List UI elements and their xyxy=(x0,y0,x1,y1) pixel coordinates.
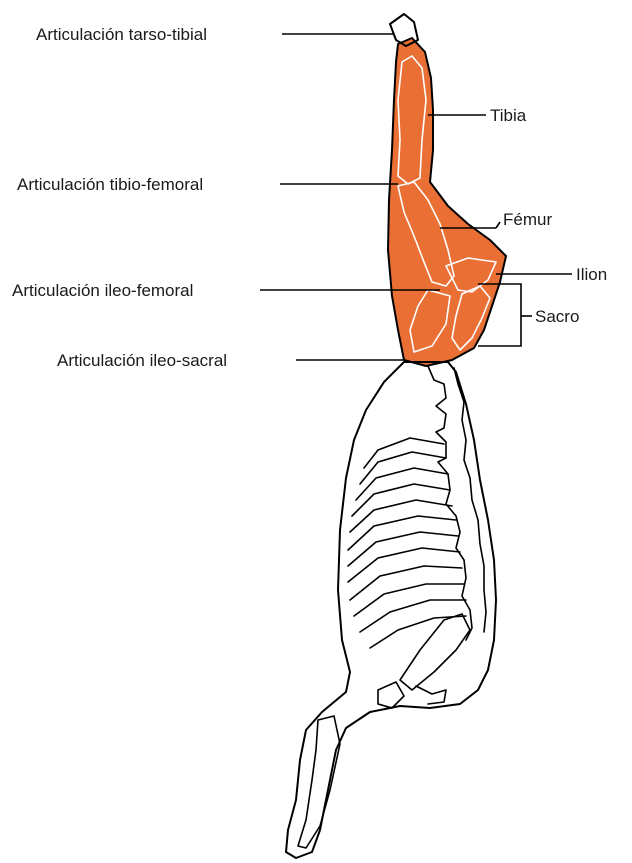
labels: Articulación tarso-tibial Tibia Articula… xyxy=(12,25,607,370)
label-tibia: Tibia xyxy=(490,106,527,125)
label-tarso-tibial: Articulación tarso-tibial xyxy=(36,25,207,44)
shoulder-joint xyxy=(378,682,404,708)
label-ileo-femoral: Articulación ileo-femoral xyxy=(12,281,193,300)
rib xyxy=(348,548,460,582)
label-sacro: Sacro xyxy=(535,307,579,326)
rib xyxy=(348,516,456,550)
rib xyxy=(370,616,466,648)
label-ileo-sacral: Articulación ileo-sacral xyxy=(57,351,227,370)
rib xyxy=(350,500,452,532)
label-ilion: Ilion xyxy=(576,265,607,284)
rib-cage xyxy=(348,438,466,648)
label-femur: Fémur xyxy=(503,210,552,229)
leader-femur-tail xyxy=(496,222,500,228)
neck-vertebrae xyxy=(416,686,446,704)
vertebral-column-right xyxy=(454,368,486,632)
hind-leg-highlight xyxy=(388,38,506,366)
rib xyxy=(360,600,466,632)
rib xyxy=(348,532,458,566)
carcass-outline xyxy=(286,14,496,858)
rib xyxy=(350,566,462,600)
label-tibio-femoral: Articulación tibio-femoral xyxy=(17,175,203,194)
